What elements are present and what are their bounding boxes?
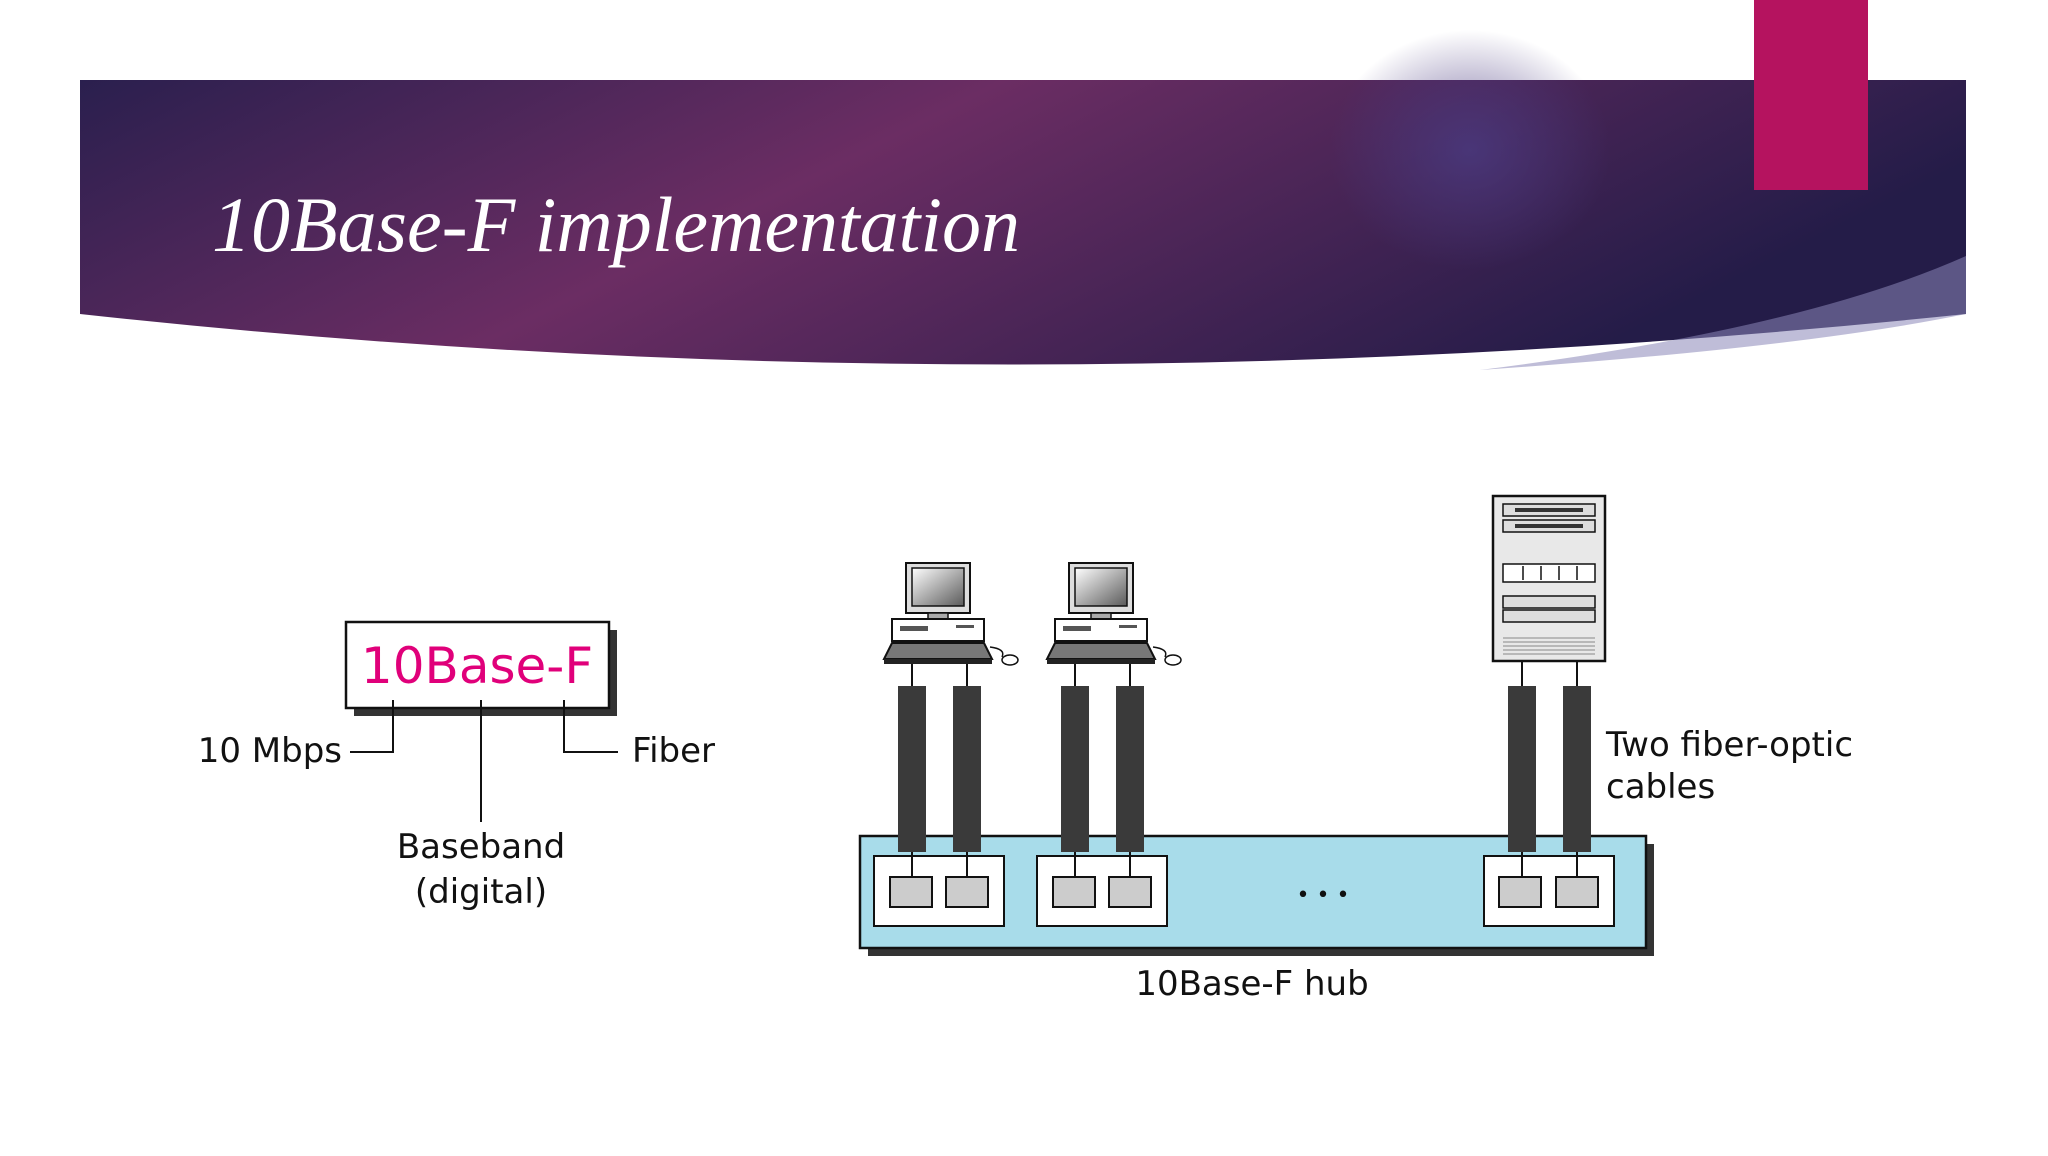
topology-diagram: • • • 10Base-F hub <box>858 494 1853 1004</box>
slide-title: 10Base-F implementation <box>212 181 1020 268</box>
fiber-cable <box>1563 686 1591 852</box>
fiber-cable <box>1116 686 1144 852</box>
banner-highlight <box>1480 256 1966 370</box>
port <box>1498 876 1542 908</box>
workstation-icon <box>1045 562 1182 666</box>
accent-tab <box>1754 0 1868 190</box>
fiber-cables <box>898 686 1591 852</box>
name-box-label: 10Base-F <box>361 637 593 695</box>
hub-ellipsis: • • • <box>1297 883 1350 908</box>
naming-diagram: 10Base-F 10 Mbps Fiber Baseband (digital… <box>198 620 715 912</box>
port-group-3 <box>1483 855 1615 927</box>
port-group-2 <box>1036 855 1168 927</box>
digital-label: (digital) <box>415 872 547 912</box>
fiber-connector <box>563 700 618 753</box>
cable-label-line2: cables <box>1606 767 1715 807</box>
fiber-cable <box>1508 686 1536 852</box>
server-icon <box>1491 494 1607 663</box>
mbps-label: 10 Mbps <box>198 731 342 771</box>
port <box>1108 876 1152 908</box>
baseband-label: Baseband <box>397 827 565 867</box>
fiber-cable <box>898 686 926 852</box>
name-box <box>344 620 611 710</box>
port <box>1052 876 1096 908</box>
workstation-icon <box>882 562 1019 666</box>
cable-leads <box>911 660 1578 877</box>
port <box>1555 876 1599 908</box>
hub-label: 10Base-F hub <box>1135 964 1368 1004</box>
port <box>945 876 989 908</box>
cable-label-line1: Two fiber-optic <box>1605 725 1853 765</box>
fiber-cable <box>1061 686 1089 852</box>
port-group-1 <box>873 855 1005 927</box>
fiber-cable <box>953 686 981 852</box>
port <box>889 876 933 908</box>
banner-glow <box>1330 30 1610 270</box>
mbps-connector <box>350 700 394 753</box>
fiber-label: Fiber <box>632 731 715 771</box>
